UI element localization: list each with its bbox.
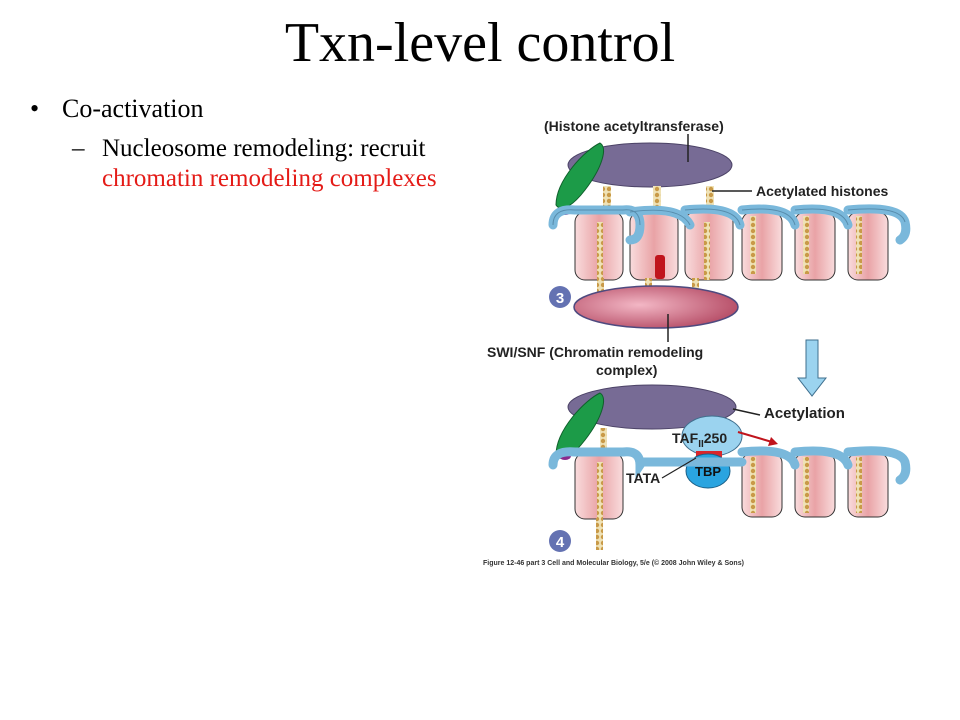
label-tbp: TBP — [695, 464, 721, 479]
hat-complex — [567, 142, 733, 188]
label-swi-snf-line1: SWI/SNF (Chromatin remodeling — [487, 344, 703, 360]
bullet-dot: • — [30, 94, 40, 123]
sub-bullet-highlight: chromatin remodeling complexes — [102, 165, 437, 192]
sub-bullet-dash: – — [72, 135, 85, 162]
label-tata: TATA — [626, 470, 660, 486]
step-4-badge — [549, 530, 571, 552]
step-3-number: 3 — [556, 290, 564, 307]
label-acetylated-histones: Acetylated histones — [756, 183, 888, 199]
label-acetylation: Acetylation — [764, 405, 845, 422]
label-taf-250: TAFII250 — [672, 430, 727, 450]
swi-snf-complex — [573, 285, 739, 329]
hat-complex-bottom — [567, 384, 737, 430]
bullet-item-coactivation: • Co-activation — [30, 92, 490, 126]
acetylation-pointer — [732, 408, 761, 416]
sub-bullet-item-nucleosome: – Nucleosome remodeling: recruit chromat… — [30, 134, 490, 194]
bullet-list: • Co-activation – Nucleosome remodeling:… — [30, 92, 490, 194]
tata-pointer — [661, 457, 697, 479]
figure-caption: Figure 12-46 part 3 Cell and Molecular B… — [483, 559, 744, 567]
activator-protein — [555, 142, 604, 209]
histone-tail — [600, 428, 607, 452]
acetylation-arrow — [737, 431, 773, 443]
slide-title: Txn-level control — [284, 12, 676, 74]
bullet-text: Co-activation — [62, 94, 204, 123]
histone-tail — [653, 186, 661, 224]
histone-tail — [596, 518, 603, 550]
histone-tail — [603, 186, 611, 214]
sub-bullet-text: Nucleosome remodeling: recruit — [102, 135, 426, 162]
nucleosome-remodeling-diagram: 3 (Histone acetyltransferase) Acetylated… — [483, 118, 911, 567]
label-swi-snf-line2: complex) — [596, 362, 657, 378]
label-histone-acetyltransferase: (Histone acetyltransferase) — [544, 118, 724, 134]
step-3-badge — [549, 286, 571, 308]
transition-arrow-icon — [796, 339, 828, 397]
acetylation-arrowhead-icon — [768, 437, 778, 446]
nucleosome-row-top — [548, 204, 911, 281]
nucleosome-row-bottom — [548, 446, 911, 520]
step-4-number: 4 — [556, 534, 565, 551]
